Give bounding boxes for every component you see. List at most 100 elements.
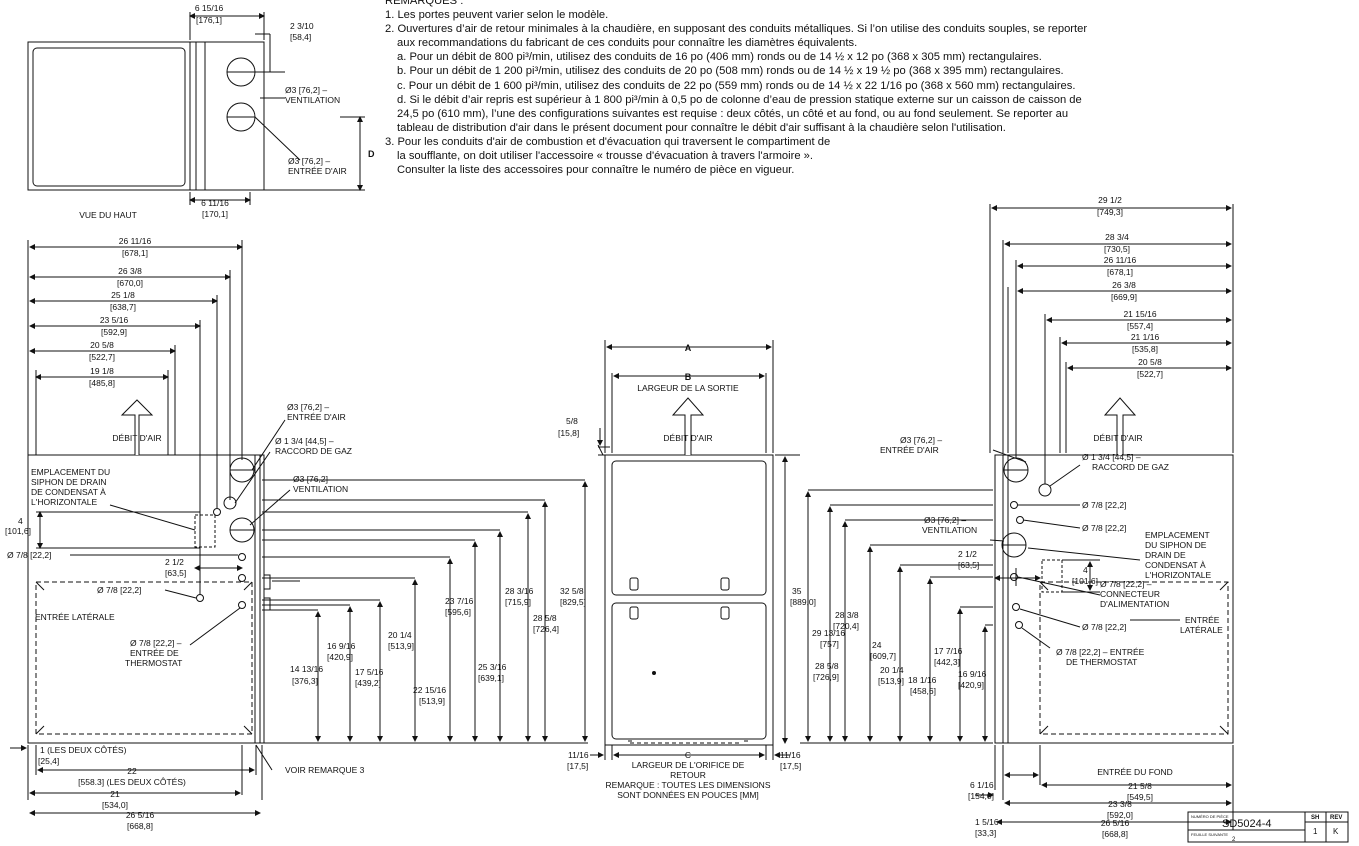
front-dim-A: A bbox=[685, 343, 692, 353]
right-v-dim-7-mm: [442,3] bbox=[934, 657, 960, 667]
left-dim-c-mm: [638,7] bbox=[110, 302, 136, 312]
top-dim-D: D bbox=[368, 149, 375, 159]
front-dim-1116-right-mm: [17,5] bbox=[780, 761, 801, 771]
left-v-dim-1-mm: [376,3] bbox=[292, 676, 318, 686]
left-dim-b: 26 3/8 bbox=[118, 266, 142, 276]
right-bottom-dim-1-mm: [154,0] bbox=[968, 791, 994, 801]
left-callout-gas-1: Ø 1 3/4 [44,5] – bbox=[275, 436, 334, 446]
left-bottom-dim-4-mm: [668,8] bbox=[127, 821, 153, 831]
left-drain-label-1: EMPLACEMENT DU bbox=[31, 467, 110, 477]
left-dim-212-mm: [63,5] bbox=[165, 568, 186, 578]
left-callout-78-b: Ø 7/8 [22,2] bbox=[97, 585, 141, 595]
front-lower-door bbox=[611, 602, 767, 740]
title-next-sheet: 2 bbox=[1232, 837, 1236, 843]
front-remark-1: REMARQUE : TOUTES LES DIMENSIONS bbox=[606, 780, 771, 790]
right-v-dim-5-mm: [513,9] bbox=[878, 676, 904, 686]
front-dim-58-mm: [15,8] bbox=[558, 428, 579, 438]
left-v-dim-2-mm: [420,9] bbox=[327, 652, 353, 662]
left-bottom-dim-1: 1 (LES DEUX CÔTÉS) bbox=[40, 745, 127, 755]
left-drain-label-3: DE CONDENSAT À bbox=[31, 487, 106, 497]
top-vent-label-1: Ø3 [76,2] – bbox=[285, 85, 327, 95]
left-v-dim-4: 20 1/4 bbox=[388, 630, 412, 640]
left-drain-label-4: L'HORIZONTALE bbox=[31, 497, 98, 507]
title-sh-label: SH bbox=[1311, 815, 1319, 821]
right-v-dim-2-mm: [720,4] bbox=[833, 621, 859, 631]
note-3-cont2: Consulter la liste des accessoires pour … bbox=[397, 164, 795, 177]
left-callout-intake-2: ENTRÉE D'AIR bbox=[287, 412, 346, 422]
right-thermostat-1: Ø 7/8 [22,2] – ENTRÉE bbox=[1056, 647, 1145, 657]
right-dim-g: 20 5/8 bbox=[1138, 357, 1162, 367]
right-v-dim-1-mm: [757] bbox=[820, 639, 839, 649]
front-airflow-arrow bbox=[671, 397, 705, 455]
right-drain-trap bbox=[1041, 559, 1063, 593]
front-dim-1116-left: 11/16 bbox=[568, 750, 589, 760]
right-v-dim-5: 20 1/4 bbox=[880, 665, 904, 675]
right-callout-78-b: Ø 7/8 [22,2] bbox=[1082, 523, 1126, 533]
right-drain-label-2: DU SIPHON DE bbox=[1145, 540, 1207, 550]
left-v-dim-8-mm: [715,9] bbox=[505, 597, 531, 607]
left-airflow-label: DÉBIT D'AIR bbox=[112, 433, 161, 443]
front-return-width-2: RETOUR bbox=[670, 770, 706, 780]
left-dim-e: 20 5/8 bbox=[90, 340, 114, 350]
left-thermostat-2: ENTRÉE DE bbox=[130, 648, 179, 658]
right-callout-vent-2: VENTILATION bbox=[922, 525, 977, 535]
left-v-dim-10-mm: [829,5] bbox=[560, 597, 586, 607]
left-v-dim-2: 16 9/16 bbox=[327, 641, 356, 651]
right-v-dim-8: 16 9/16 bbox=[958, 669, 987, 679]
left-bottom-dim-4: 26 5/16 bbox=[126, 810, 155, 820]
front-dim-58: 5/8 bbox=[566, 416, 578, 426]
left-v-dim-10: 32 5/8 bbox=[560, 586, 584, 596]
right-dim-e-mm: [557,4] bbox=[1127, 321, 1153, 331]
left-dim-f: 19 1/8 bbox=[90, 366, 114, 376]
right-callout-power-1: Ø 7/8 [22,2] – bbox=[1100, 579, 1152, 589]
left-side-return-area bbox=[35, 581, 253, 735]
right-dim-4: 4 bbox=[1083, 565, 1088, 575]
left-dim-4-mm: [101,6] bbox=[5, 526, 31, 536]
left-dim-e-mm: [522,7] bbox=[89, 352, 115, 362]
left-bottom-dim-2: 22 bbox=[127, 766, 137, 776]
left-callout-intake-1: Ø3 [76,2] – bbox=[287, 402, 329, 412]
right-callout-vent-1: Ø3 [76,2] – bbox=[924, 515, 966, 525]
right-view bbox=[800, 204, 1234, 830]
right-bottom-dim-2-mm: [33,3] bbox=[975, 828, 996, 838]
note-3-cont1: la soufflante, on doit utiliser l'access… bbox=[397, 150, 813, 163]
note-1: 1. Les portes peuvent varier selon le mo… bbox=[385, 9, 609, 22]
top-dim-3: 6 11/16 bbox=[201, 198, 229, 208]
left-v-dim-9-mm: [726,4] bbox=[533, 624, 559, 634]
note-2b: b. Pour un débit de 1 200 pi³/min, utili… bbox=[397, 65, 1064, 78]
front-upper-door bbox=[611, 460, 767, 596]
left-callout-78-a: Ø 7/8 [22,2] bbox=[7, 550, 51, 560]
left-dim-f-mm: [485,8] bbox=[89, 378, 115, 388]
top-dim-1-mm: [176,1] bbox=[196, 15, 222, 25]
right-bottom-return-label: ENTRÉE DU FOND bbox=[1097, 767, 1173, 777]
left-v-dim-5-mm: [513,9] bbox=[419, 696, 445, 706]
right-side-return-area bbox=[1039, 581, 1229, 735]
right-airflow-arrow bbox=[1103, 397, 1137, 455]
left-drain-label-2: SIPHON DE DRAIN bbox=[31, 477, 107, 487]
left-v-dim-3: 17 5/16 bbox=[355, 667, 384, 677]
front-dim-1116-left-mm: [17,5] bbox=[567, 761, 588, 771]
title-next-sheet-label: FEUILLE SUIVANTE bbox=[1191, 832, 1228, 837]
left-callout-vent-2: VENTILATION bbox=[293, 484, 348, 494]
right-dim-d-mm: [669,9] bbox=[1111, 292, 1137, 302]
right-bottom-dim-3: 21 5/8 bbox=[1128, 781, 1152, 791]
right-v-dim-2: 28 3/8 bbox=[835, 610, 859, 620]
right-dim-d: 26 3/8 bbox=[1112, 280, 1136, 290]
right-bottom-dim-5: 26 5/16 bbox=[1101, 818, 1130, 828]
right-dim-c-mm: [678,1] bbox=[1107, 267, 1133, 277]
left-callout-vent-1: Ø3 [76,2] – bbox=[293, 474, 335, 484]
left-v-dim-4-mm: [513,9] bbox=[388, 641, 414, 651]
right-callout-intake-1: Ø3 [76,2] – bbox=[900, 435, 942, 445]
title-rev-label: REV bbox=[1330, 815, 1342, 821]
note-2-cont: aux recommandations du fabricant de ces … bbox=[397, 37, 858, 50]
right-dim-f: 21 1/16 bbox=[1131, 332, 1160, 342]
title-part-label: NUMÉRO DE PIÈCE bbox=[1191, 814, 1229, 819]
right-drain-label-1: EMPLACEMENT bbox=[1145, 530, 1210, 540]
note-3: 3. Pour les conduits d'air de combustion… bbox=[385, 135, 831, 148]
right-dim-f-mm: [535,8] bbox=[1132, 344, 1158, 354]
right-callout-gas-1: Ø 1 3/4 [44,5] – bbox=[1082, 452, 1141, 462]
title-block bbox=[1187, 811, 1349, 843]
top-view bbox=[27, 12, 365, 205]
right-v-dim-6: 18 1/16 bbox=[908, 675, 937, 685]
right-gas-circle bbox=[1038, 483, 1052, 497]
